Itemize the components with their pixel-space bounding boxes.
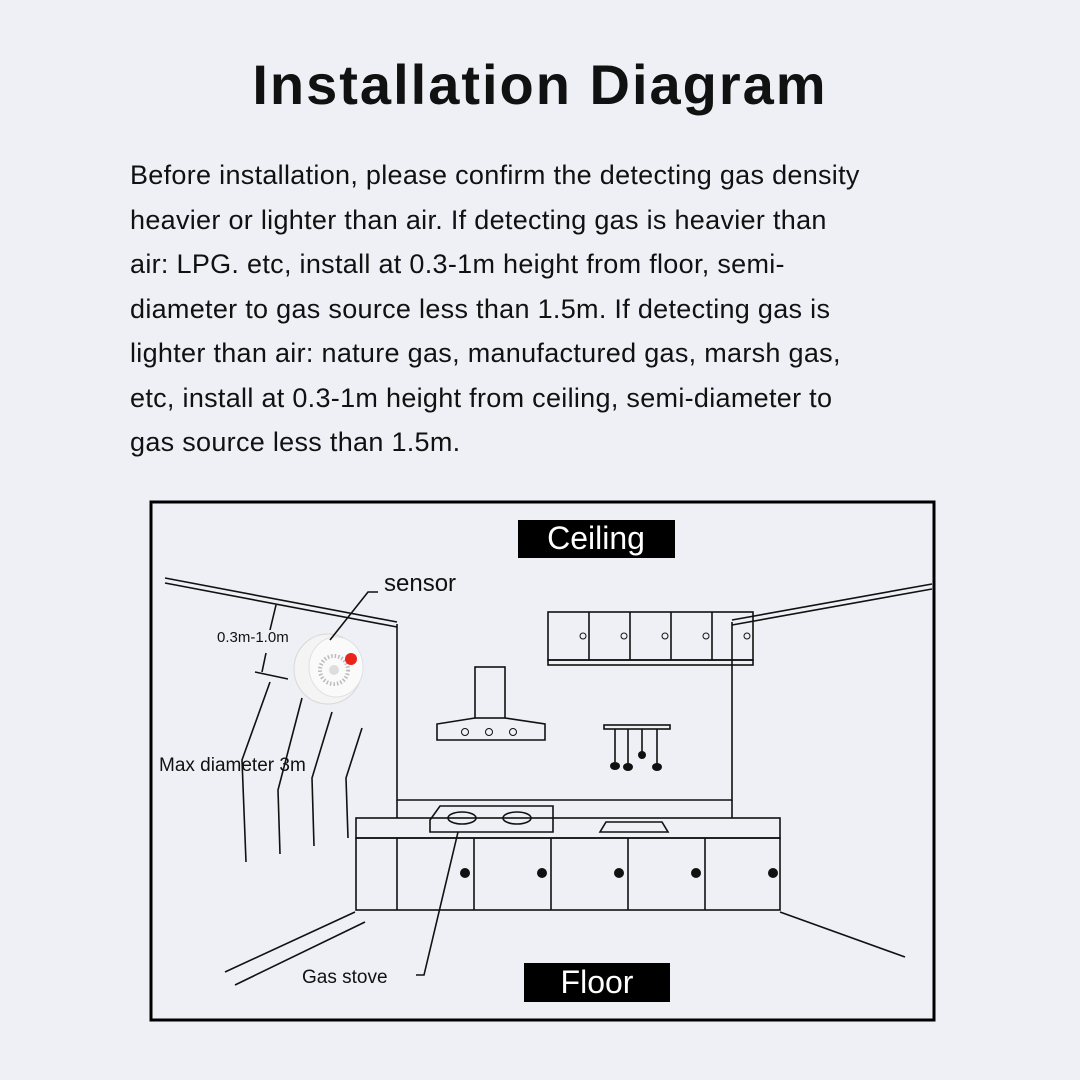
range-hood <box>474 666 506 719</box>
right-floor-edge <box>779 911 906 958</box>
room-lines <box>164 577 933 986</box>
distance-label: 0.3m-1.0m <box>217 629 289 646</box>
upper-cabinets <box>547 611 754 661</box>
floor-label: Floor <box>561 964 634 1000</box>
sink <box>598 821 670 833</box>
lower-cabinets <box>355 837 781 911</box>
gas-stove-label: Gas stove <box>302 967 388 988</box>
installation-description: Before installation, please confirm the … <box>130 153 860 465</box>
sensor-leader <box>329 591 378 641</box>
utensil-rack <box>603 724 671 730</box>
description-line: lighter than air: nature gas, manufactur… <box>130 338 841 368</box>
stove-leader <box>416 831 459 976</box>
diffusion-lines <box>241 681 363 863</box>
page-title: Installation Diagram <box>252 53 828 116</box>
ceiling-label-bg <box>518 520 675 558</box>
indicator-light <box>345 653 357 665</box>
sensor-label: sensor <box>384 570 456 597</box>
description-line: etc, install at 0.3-1m height from ceili… <box>130 382 833 413</box>
description-line: heavier or lighter than air. If detectin… <box>130 204 827 235</box>
diameter-label: Max diameter 3m <box>159 755 306 776</box>
right-ceiling-edge <box>731 583 933 626</box>
floor-label-bg <box>524 963 670 1002</box>
gas-sensor <box>293 633 364 705</box>
gas-stove <box>429 805 554 833</box>
back-wall <box>396 622 733 801</box>
ceiling-label: Ceiling <box>547 520 645 556</box>
description-line: air: LPG. etc, install at 0.3-1m height … <box>130 249 785 279</box>
counter-top <box>355 817 781 839</box>
description-line: gas source less than 1.5m. <box>130 427 461 457</box>
left-ceiling-edge <box>164 577 398 628</box>
description-line: diameter to gas source less than 1.5m. I… <box>130 293 831 324</box>
left-floor-edge <box>224 911 366 986</box>
description-line: Before installation, please confirm the … <box>130 160 860 190</box>
annotation-lines <box>241 591 459 976</box>
distance-marker <box>254 604 289 680</box>
diagram-frame <box>149 500 936 1022</box>
